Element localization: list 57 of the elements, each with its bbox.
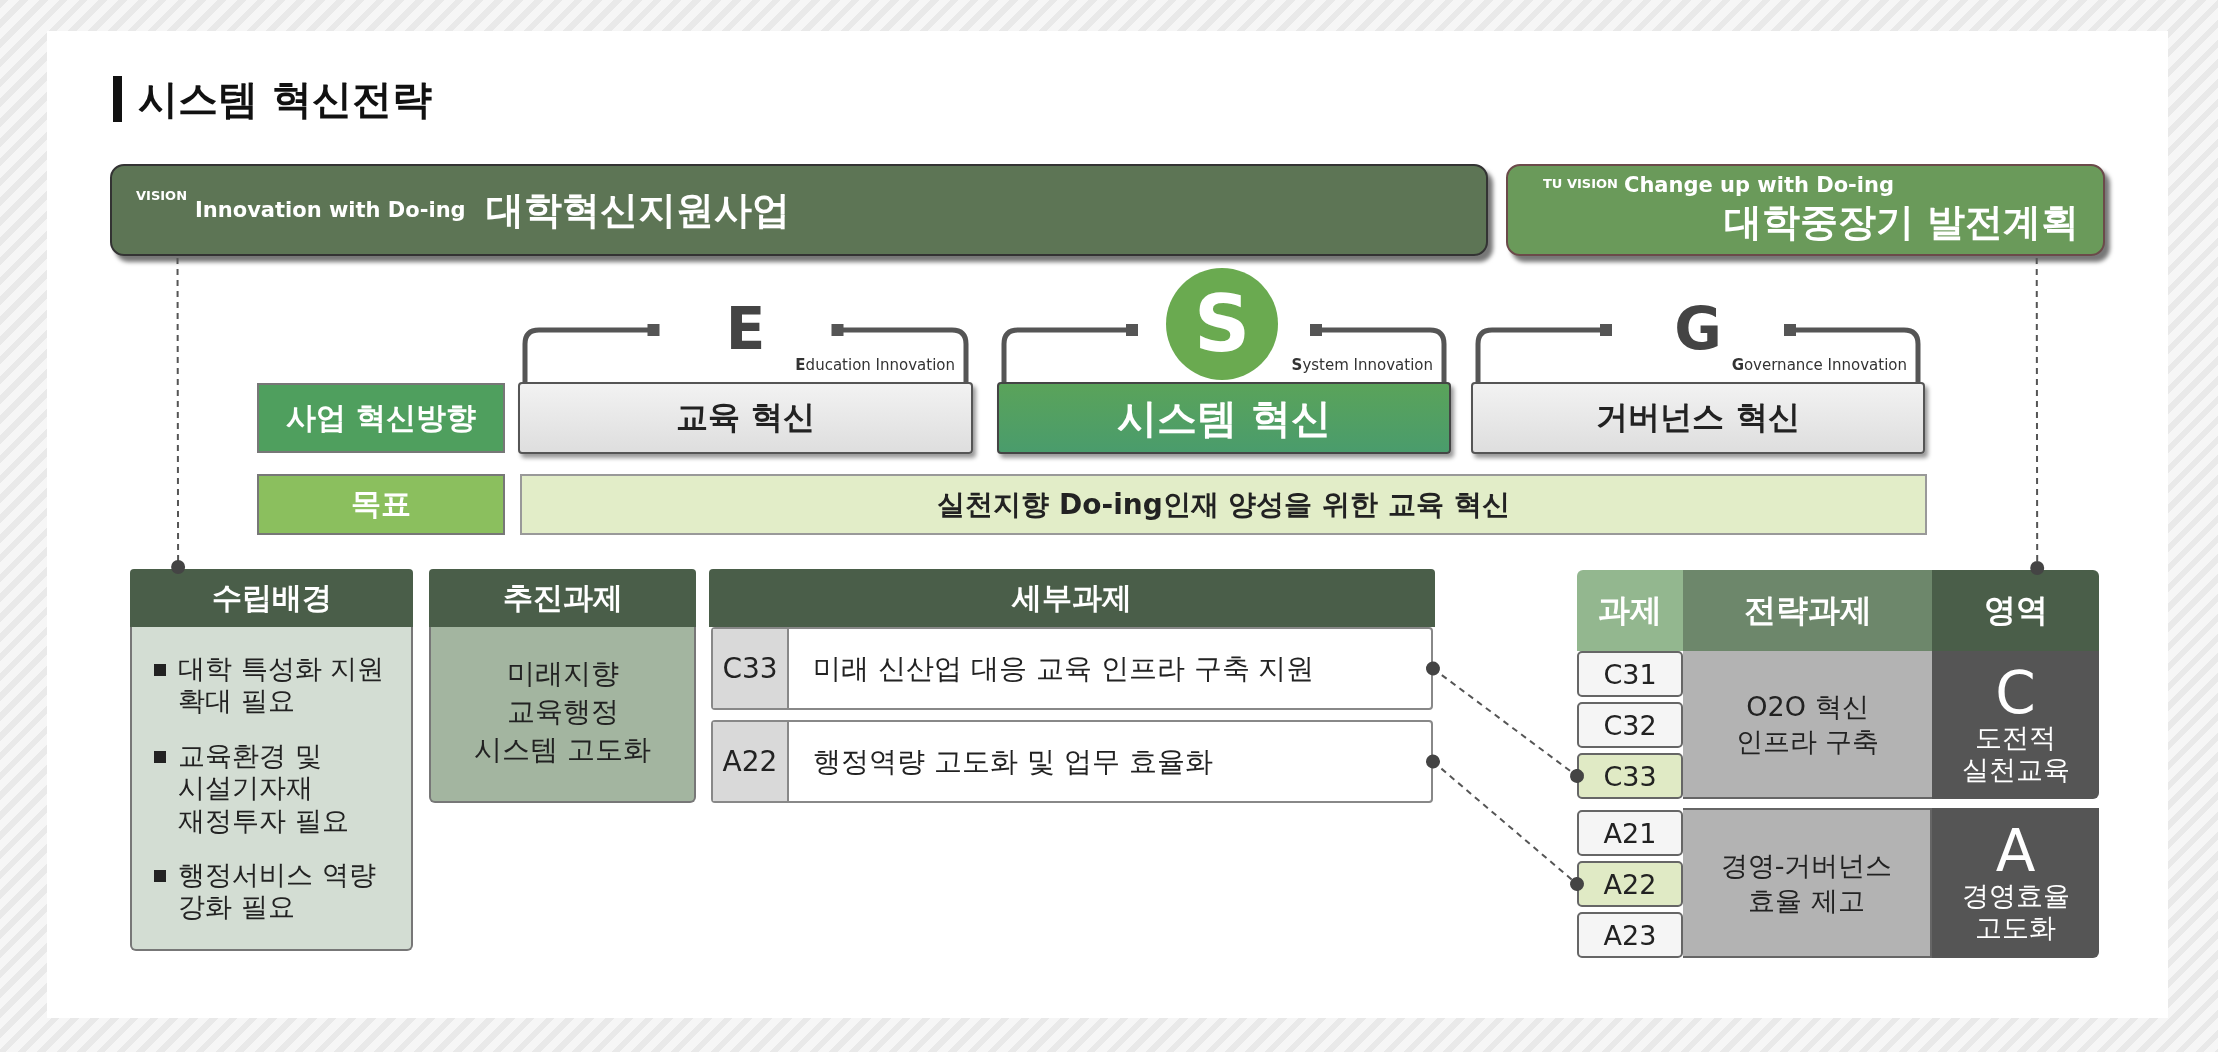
table-header: 영역 (1932, 570, 2099, 651)
task-code: A22 (713, 722, 789, 801)
direction-box: 시스템 혁신 (997, 382, 1451, 454)
code-cell: C31 (1577, 651, 1683, 697)
vision-tag: TU VISION (1543, 175, 1618, 191)
vision-slogan: Innovation with Do-ing (195, 198, 466, 222)
bullet-item: 대학 특성화 지원 확대 필요 (152, 653, 401, 718)
bullet-item: 교육환경 및 시설기자재 재정투자 필요 (152, 739, 401, 837)
banner-title: 대학혁신지원사업 (485, 186, 790, 234)
code-cell: C33 (1577, 753, 1683, 799)
strategy-cell: O2O 혁신 인프라 구축 (1683, 651, 1932, 799)
code-cell: A22 (1577, 861, 1683, 907)
direction-caption: Governance Innovation (1731, 356, 1907, 374)
goal-label: 목표 (257, 474, 505, 535)
area-text: 도전적 실천교육 (1960, 721, 2071, 787)
task-row (711, 627, 1433, 710)
task-panel (429, 569, 696, 803)
connector-line (2030, 257, 2045, 575)
task-text: 미래지향 교육행정 시스템 고도화 (473, 656, 652, 768)
direction-caption: System Innovation (1291, 356, 1433, 374)
banner-title: 대학중장기 발전계획 (1723, 198, 2079, 246)
strategy-cell: 경영-거버넌스 효율 제고 (1683, 808, 1932, 958)
table-header: 전략과제 (1683, 570, 1932, 651)
table-header: 과제 (1577, 570, 1683, 651)
code-cell: A21 (1577, 810, 1683, 856)
vision-banner (1506, 164, 2105, 256)
direction-box: 거버넌스 혁신 (1471, 382, 1925, 454)
bullet-item: 행정서비스 역량 강화 필요 (152, 858, 401, 924)
task-panel (709, 569, 1435, 805)
area-cell (1932, 808, 2099, 958)
vision-tag: VISION (136, 188, 188, 203)
task-code: C33 (713, 629, 789, 708)
task-text: 미래 신산업 대응 교육 인프라 구축 지원 (813, 650, 1315, 687)
task-panel (130, 569, 413, 951)
panel-header: 세부과제 (709, 569, 1435, 627)
connector-line (171, 257, 186, 574)
connector-line (1426, 661, 1584, 783)
panel-header: 추진과제 (429, 569, 696, 627)
direction-letter: G (1673, 300, 1723, 358)
area-letter: A (1995, 821, 2036, 880)
direction-label: 사업 혁신방향 (257, 383, 505, 453)
section-title: 시스템 혁신전략 (113, 76, 432, 122)
area-cell (1932, 651, 2099, 799)
connector-line (1426, 754, 1584, 891)
direction-caption: Education Innovation (795, 356, 955, 374)
area-letter: C (1995, 663, 2036, 722)
direction-letter: E (724, 300, 767, 358)
direction-box: 교육 혁신 (518, 382, 973, 454)
task-row (711, 720, 1433, 803)
area-text: 경영효율 고도화 (1960, 879, 2071, 945)
goal-box: 실천지향 Do-ing인재 양성을 위한 교육 혁신 (520, 474, 1927, 535)
panel-header: 수립배경 (130, 569, 413, 627)
vision-banner (110, 164, 1488, 256)
task-text: 행정역량 고도화 및 업무 효율화 (813, 743, 1213, 780)
code-cell: C32 (1577, 702, 1683, 748)
code-cell: A23 (1577, 912, 1683, 958)
vision-slogan: Change up with Do-ing (1623, 172, 1894, 197)
